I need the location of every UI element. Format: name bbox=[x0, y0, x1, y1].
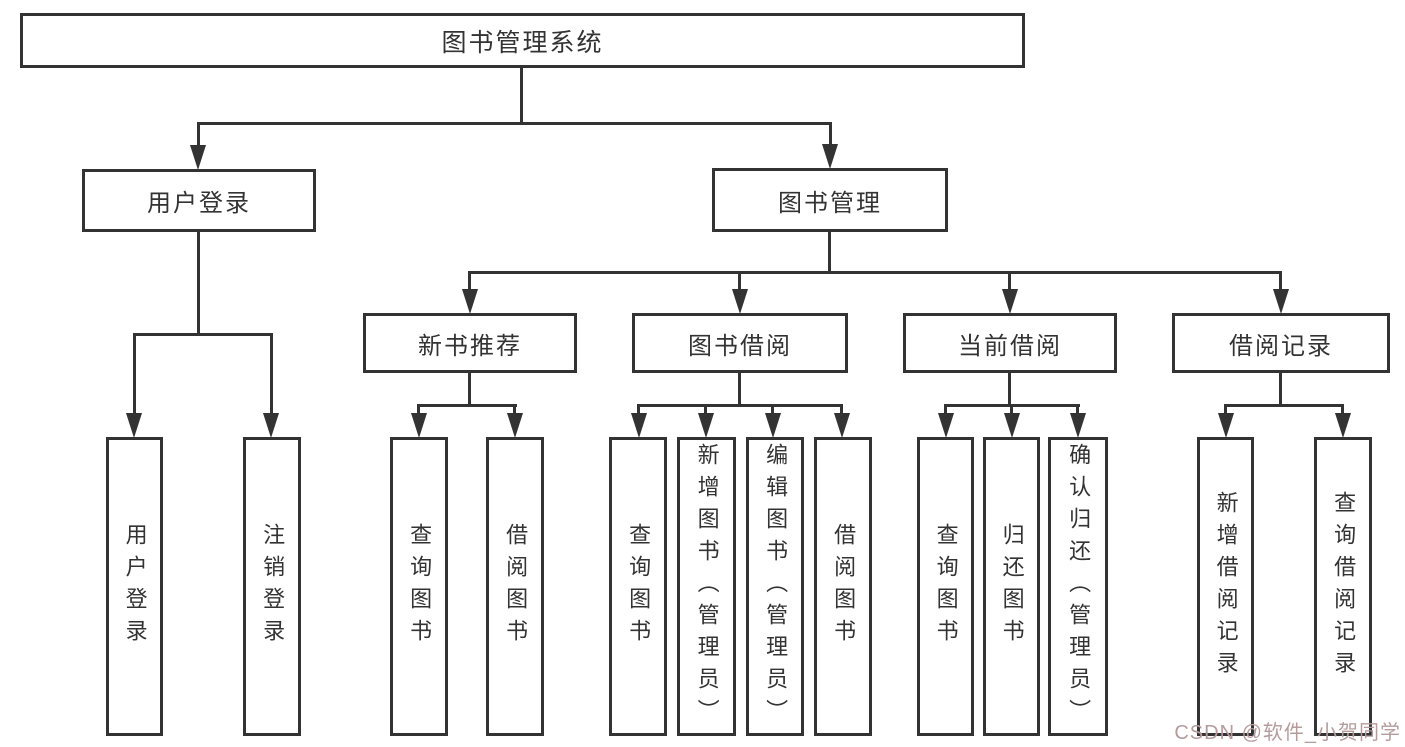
arrowhead-down-icon bbox=[1070, 413, 1086, 438]
arrowhead-down-icon bbox=[1218, 413, 1234, 438]
leaf-label: 借阅图书 bbox=[831, 522, 857, 651]
node-label: 新书推荐 bbox=[418, 332, 522, 360]
connector-line bbox=[1008, 271, 1011, 291]
leaf-label: 新增借阅记录 bbox=[1213, 490, 1239, 683]
arrowhead-down-icon bbox=[834, 413, 850, 438]
leaf-label: 查询图书 bbox=[407, 522, 433, 651]
node-label: 借阅记录 bbox=[1229, 332, 1333, 360]
leaf-borrow-books-recommend: 借阅图书 bbox=[486, 437, 544, 736]
connector-line bbox=[1224, 404, 1227, 416]
connector-line bbox=[1010, 404, 1013, 416]
arrowhead-down-icon bbox=[1335, 413, 1351, 438]
leaf-logout: 注销登录 bbox=[243, 437, 301, 736]
node-user-login: 用户登录 bbox=[82, 169, 316, 232]
leaf-return-books: 归还图书 bbox=[983, 437, 1040, 736]
arrowhead-down-icon bbox=[732, 289, 748, 314]
connector-line bbox=[197, 232, 200, 336]
csdn-watermark: CSDN @软件_小贺同学 bbox=[1174, 722, 1401, 744]
node-label: 图书管理 bbox=[778, 189, 882, 217]
leaf-query-books-current: 查询图书 bbox=[917, 437, 974, 736]
leaf-user-login: 用户登录 bbox=[106, 437, 163, 736]
leaf-query-borrow-record: 查询借阅记录 bbox=[1314, 437, 1372, 736]
arrowhead-down-icon bbox=[126, 413, 142, 438]
connector-line bbox=[133, 333, 136, 416]
connector-line bbox=[944, 404, 947, 416]
connector-line bbox=[829, 122, 832, 150]
node-label: 用户登录 bbox=[147, 190, 251, 217]
leaf-label: 用户登录 bbox=[122, 522, 148, 651]
leaf-label: 注销登录 bbox=[260, 522, 286, 651]
arrowhead-down-icon bbox=[190, 145, 206, 170]
node-label: 当前借阅 bbox=[958, 332, 1062, 360]
arrowhead-down-icon bbox=[631, 413, 647, 438]
connector-line bbox=[133, 333, 273, 336]
node-library-system: 图书管理系统 bbox=[20, 13, 1025, 68]
connector-line bbox=[197, 122, 832, 125]
connector-line bbox=[828, 232, 831, 274]
leaf-label: 编辑图书（管理员） bbox=[763, 442, 789, 731]
arrowhead-down-icon bbox=[1004, 413, 1020, 438]
leaf-label: 归还图书 bbox=[999, 522, 1025, 651]
connector-line bbox=[637, 404, 640, 416]
connector-line bbox=[468, 271, 471, 291]
connector-line bbox=[738, 271, 741, 291]
node-new-book-recommend: 新书推荐 bbox=[363, 313, 577, 373]
node-label: 图书管理系统 bbox=[441, 28, 604, 57]
leaf-label: 借阅图书 bbox=[503, 522, 529, 651]
leaf-label: 确认归还（管理员） bbox=[1066, 442, 1092, 731]
connector-line bbox=[1279, 373, 1282, 407]
leaf-add-books-admin: 新增图书（管理员） bbox=[677, 437, 736, 736]
leaf-label: 查询借阅记录 bbox=[1331, 490, 1357, 683]
connector-line bbox=[520, 68, 523, 124]
leaf-add-borrow-record: 新增借阅记录 bbox=[1197, 437, 1254, 736]
arrowhead-down-icon bbox=[822, 144, 838, 169]
connector-line bbox=[270, 333, 273, 416]
arrowhead-down-icon bbox=[1002, 289, 1018, 314]
leaf-query-books-recommend: 查询图书 bbox=[390, 437, 448, 736]
connector-line bbox=[704, 404, 707, 416]
node-book-management: 图书管理 bbox=[712, 168, 948, 232]
connector-line bbox=[738, 373, 741, 407]
leaf-query-books-borrow: 查询图书 bbox=[609, 437, 667, 736]
connector-line bbox=[1076, 404, 1079, 416]
connector-line bbox=[468, 271, 1282, 274]
leaf-label: 新增图书（管理员） bbox=[694, 442, 720, 731]
connector-line bbox=[417, 404, 517, 407]
arrowhead-down-icon bbox=[938, 413, 954, 438]
connector-line bbox=[771, 404, 774, 416]
arrowhead-down-icon bbox=[698, 413, 714, 438]
leaf-label: 查询图书 bbox=[626, 522, 652, 651]
connector-line bbox=[1279, 271, 1282, 291]
node-borrow-records: 借阅记录 bbox=[1172, 313, 1390, 373]
node-book-borrow: 图书借阅 bbox=[632, 313, 848, 373]
arrowhead-down-icon bbox=[462, 289, 478, 314]
leaf-confirm-return-admin: 确认归还（管理员） bbox=[1048, 437, 1108, 736]
connector-line bbox=[417, 404, 420, 416]
node-label: 图书借阅 bbox=[688, 332, 792, 360]
arrowhead-down-icon bbox=[411, 413, 427, 438]
connector-line bbox=[1008, 373, 1011, 407]
connector-line bbox=[197, 122, 200, 150]
arrowhead-down-icon bbox=[1273, 289, 1289, 314]
connector-line bbox=[468, 373, 471, 407]
connector-line bbox=[1341, 404, 1344, 416]
leaf-label: 查询图书 bbox=[933, 522, 959, 651]
arrowhead-down-icon bbox=[507, 413, 523, 438]
connector-line bbox=[637, 404, 843, 407]
leaf-edit-books-admin: 编辑图书（管理员） bbox=[746, 437, 804, 736]
arrowhead-down-icon bbox=[263, 413, 279, 438]
node-current-borrow: 当前借阅 bbox=[903, 313, 1117, 373]
connector-line bbox=[840, 404, 843, 416]
leaf-borrow-books-borrow: 借阅图书 bbox=[814, 437, 872, 736]
connector-line bbox=[1224, 404, 1344, 407]
arrowhead-down-icon bbox=[765, 413, 781, 438]
connector-line bbox=[513, 404, 516, 416]
